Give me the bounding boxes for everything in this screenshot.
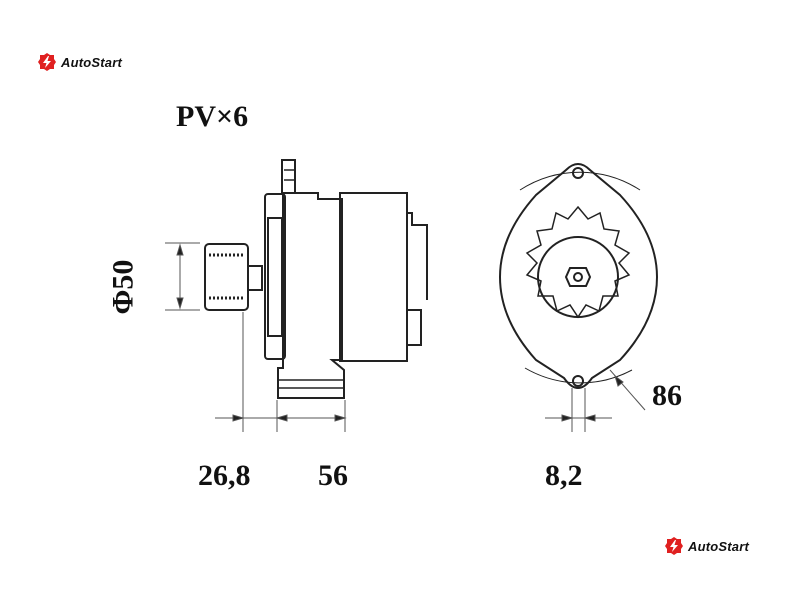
connector bbox=[407, 212, 428, 346]
dimension-lines bbox=[165, 242, 347, 432]
hub bbox=[247, 265, 263, 291]
logo-text: AutoStart bbox=[61, 54, 123, 70]
rear-cover bbox=[339, 192, 408, 362]
mounting-arc bbox=[519, 171, 641, 384]
front-view bbox=[498, 163, 659, 389]
side-view bbox=[204, 159, 428, 399]
autostart-gear-icon bbox=[665, 537, 683, 555]
dimension-56: 56 bbox=[318, 459, 348, 492]
pulley-spec-label: PV×6 bbox=[176, 100, 249, 133]
housing-outline bbox=[498, 163, 659, 389]
fan-blades bbox=[525, 205, 631, 319]
dimension-26-8: 26,8 bbox=[198, 459, 251, 492]
logo-text: AutoStart bbox=[688, 538, 750, 554]
autostart-logo-top: AutoStart bbox=[37, 52, 122, 72]
autostart-logo-bottom: AutoStart bbox=[664, 536, 749, 556]
dimension-8-2: 8,2 bbox=[545, 459, 583, 492]
top-tab bbox=[281, 159, 296, 193]
diameter-label: Φ50 bbox=[106, 259, 140, 315]
dimension-86: 86 bbox=[652, 379, 682, 412]
fan-inner bbox=[537, 236, 619, 318]
front-dimension-lines bbox=[545, 369, 646, 432]
front-flange bbox=[264, 193, 286, 360]
autostart-gear-icon bbox=[38, 53, 56, 71]
hex-nut bbox=[564, 267, 592, 287]
body bbox=[277, 192, 345, 399]
